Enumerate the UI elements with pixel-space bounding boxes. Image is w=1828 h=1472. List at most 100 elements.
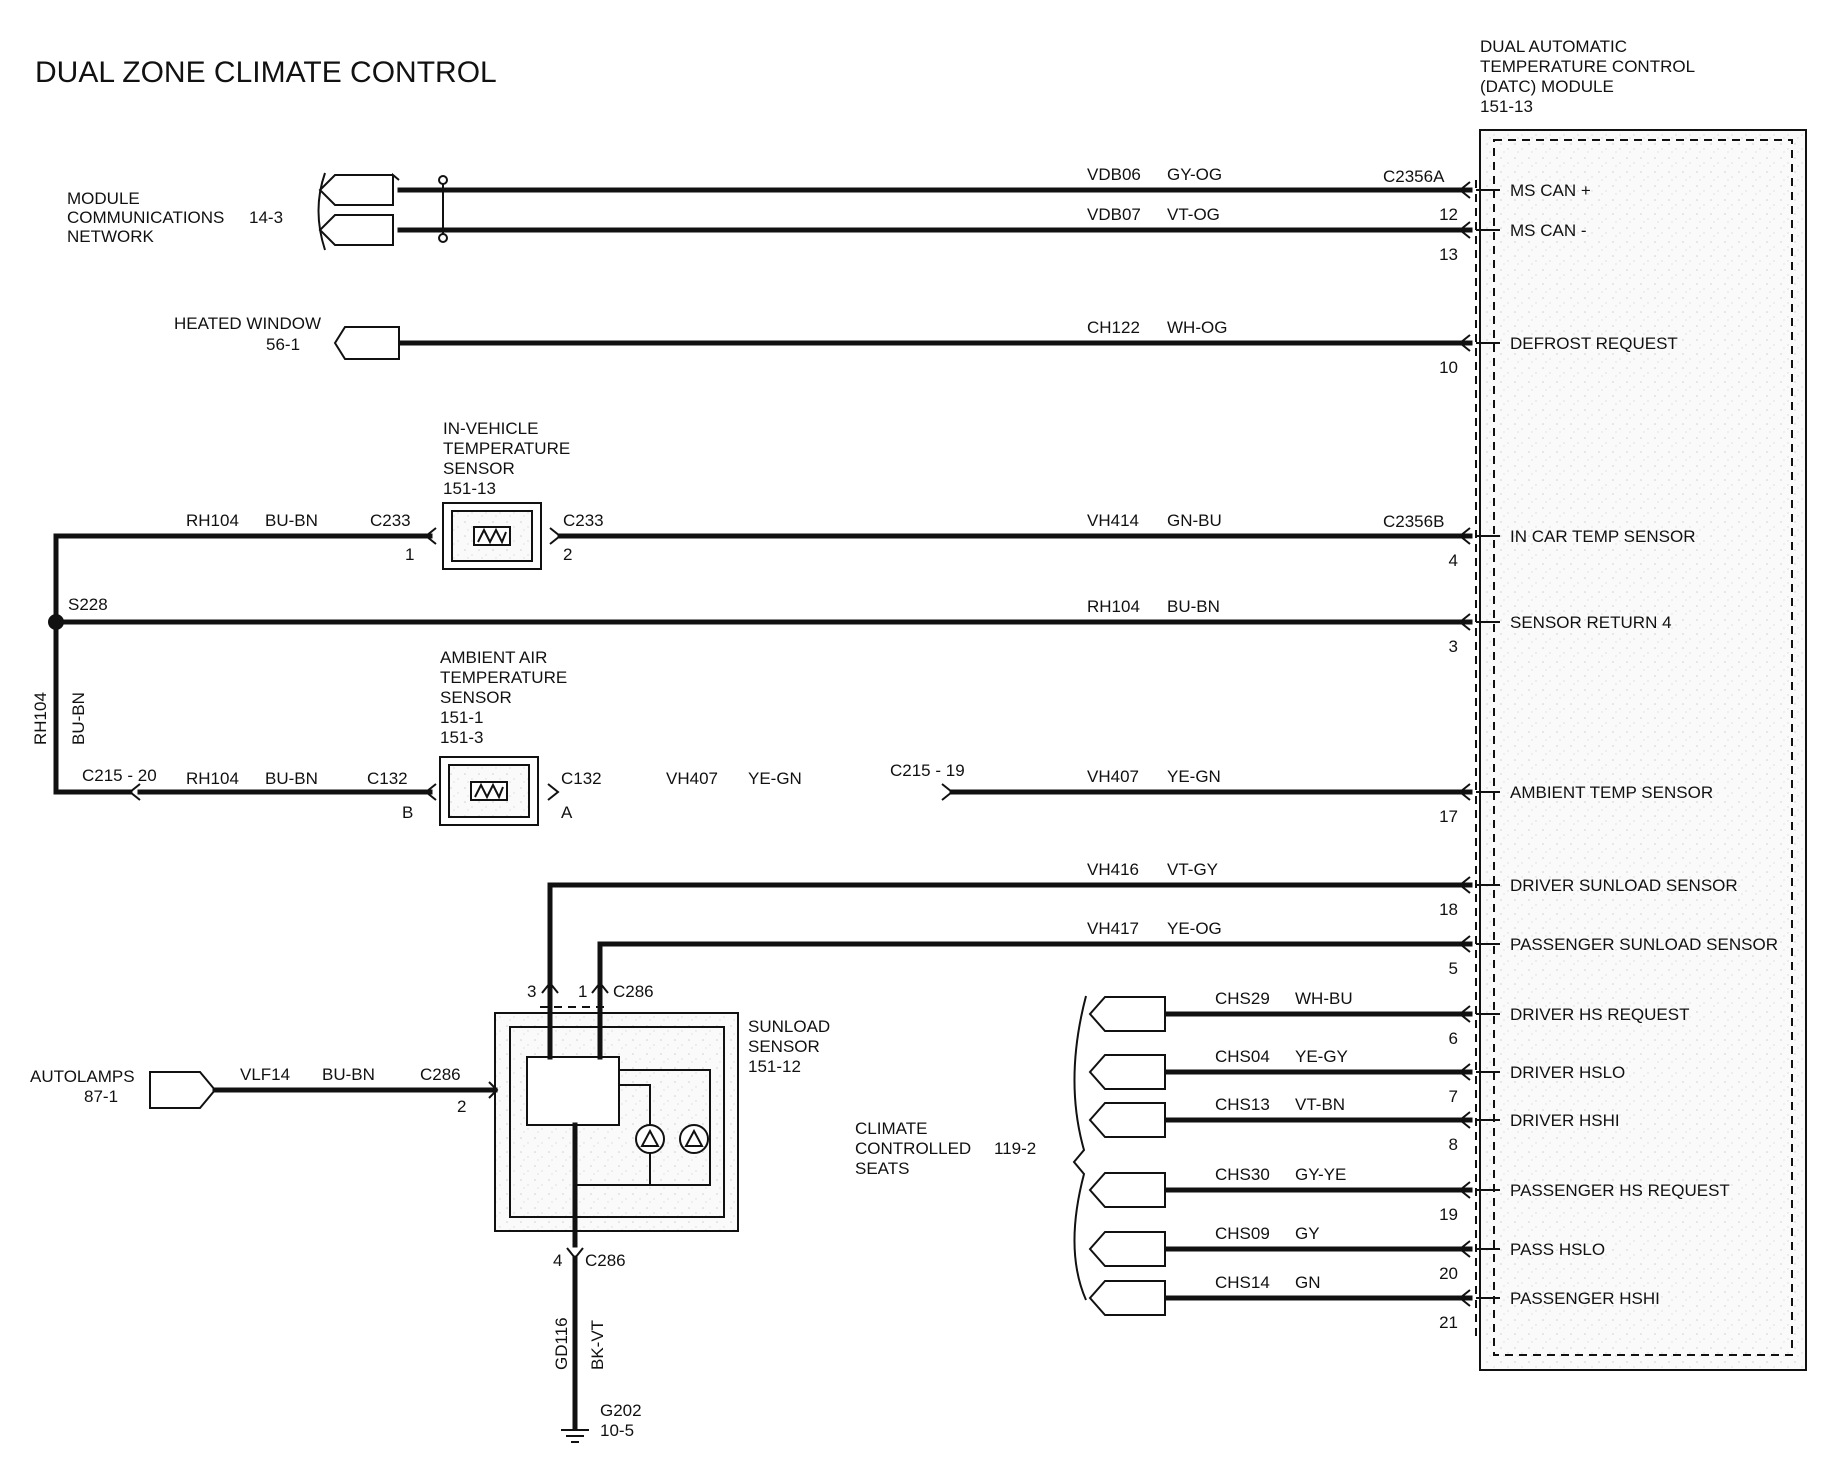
in-vehicle-sensor-line-3: SENSOR (443, 459, 515, 478)
circuit-id: VH416 (1087, 860, 1139, 879)
climate-seat-connectors: CLIMATE CONTROLLED SEATS 119-2 (855, 995, 1166, 1316)
sunload-pin4: 4 (553, 1251, 562, 1270)
seat-connector-21 (1088, 1280, 1166, 1316)
pin-label: DRIVER HSHI (1510, 1111, 1620, 1130)
autolamps-pin: 2 (457, 1097, 466, 1116)
seat-connector-6 (1088, 996, 1166, 1032)
module-title-line-2: TEMPERATURE CONTROL (1480, 57, 1695, 76)
driver-sunload-wire (547, 882, 1473, 988)
in-vehicle-pin-left: 1 (405, 545, 414, 564)
wire-color: GY-OG (1167, 165, 1222, 184)
connector-arrow (941, 783, 954, 801)
in-vehicle-connector-left: C233 (370, 511, 411, 530)
network-connector-plus (318, 172, 400, 206)
page-title: DUAL ZONE CLIMATE CONTROL (35, 56, 497, 89)
pin-number: 18 (1439, 900, 1458, 919)
circuit-id: CHS13 (1215, 1095, 1270, 1114)
pin-number: 17 (1439, 807, 1458, 826)
ambient-mid-color: YE-GN (748, 769, 802, 788)
pin-arrow (1458, 221, 1471, 239)
pin-label: PASSENGER HS REQUEST (1510, 1181, 1730, 1200)
in-vehicle-connector-right: C233 (563, 511, 604, 530)
pin-number: 10 (1439, 358, 1458, 377)
pin-number: 19 (1439, 1205, 1458, 1224)
wire-color: WH-OG (1167, 318, 1227, 337)
twisted-pair-node-top (438, 175, 448, 185)
in-vehicle-pin-right: 2 (563, 545, 572, 564)
wire-color: VT-BN (1295, 1095, 1345, 1114)
network-connector-minus (318, 214, 394, 246)
vertical-color: BU-BN (69, 692, 88, 745)
pin-row-17: AMBIENT TEMP SENSOR 17 VH407 YE-GN (949, 767, 1713, 826)
ambient-sensor-line-5: 151-3 (440, 728, 483, 747)
seat-connector-8 (1088, 1102, 1166, 1138)
ambient-sensor-line-4: 151-1 (440, 708, 483, 727)
wire-color: WH-BU (1295, 989, 1353, 1008)
autolamps-ref: 87-1 (84, 1087, 118, 1106)
module-title-line-1: DUAL AUTOMATIC (1480, 37, 1627, 56)
network-label-line-1: MODULE (67, 189, 140, 208)
splice-s228 (48, 614, 64, 630)
sunload-pin3: 3 (527, 982, 536, 1001)
pin-arrow (1458, 334, 1471, 352)
ground-name: G202 (600, 1401, 642, 1420)
pin-arrow (1458, 1289, 1471, 1307)
wire-color: VT-OG (1167, 205, 1220, 224)
ambient-pin-right: A (561, 803, 573, 822)
pin-number: 7 (1449, 1087, 1458, 1106)
pin-arrow (1458, 1240, 1471, 1258)
connector-arrow (549, 527, 562, 545)
pin-number: 4 (1449, 551, 1458, 570)
seat-connector-7 (1088, 1054, 1166, 1090)
photodiode-triangle (640, 1128, 660, 1147)
sunload-connector-top: C286 (613, 982, 654, 1001)
pin-number: 5 (1449, 959, 1458, 978)
wire-color: GY (1295, 1224, 1320, 1243)
network-label-line-3: NETWORK (67, 227, 155, 246)
pin-label: MS CAN + (1510, 181, 1591, 200)
autolamps-connector: AUTOLAMPS 87-1 VLF14 BU-BN C286 2 (30, 1065, 499, 1116)
circuit-id: CHS04 (1215, 1047, 1270, 1066)
circuit-id: VDB06 (1087, 165, 1141, 184)
in-vehicle-sensor: IN-VEHICLE TEMPERATURE SENSOR 151-13 C23… (186, 419, 604, 570)
wire-color: YE-GY (1295, 1047, 1348, 1066)
seats-label-line-2: CONTROLLED (855, 1139, 971, 1158)
pin-arrow (1458, 783, 1471, 801)
network-label-line-2: COMMUNICATIONS (67, 208, 224, 227)
thermistor-zigzag (477, 527, 507, 545)
heated-window-shape (333, 326, 400, 360)
in-vehicle-sensor-line-2: TEMPERATURE (443, 439, 570, 458)
seat-connector-20 (1088, 1231, 1166, 1267)
wire-color: YE-GN (1167, 767, 1221, 786)
connector-arrow (547, 783, 560, 801)
pin-label: PASSENGER HSHI (1510, 1289, 1660, 1308)
pin-number: 6 (1449, 1029, 1458, 1048)
sunload-label-line-1: SUNLOAD (748, 1017, 830, 1036)
sunload-pin1: 1 (578, 982, 587, 1001)
sensor-side-wires (53, 527, 954, 801)
sunload-wires (547, 882, 1473, 988)
pin-arrow (1458, 1063, 1471, 1081)
circuit-id: CH122 (1087, 318, 1140, 337)
pin-label: AMBIENT TEMP SENSOR (1510, 783, 1713, 802)
seats-label-line-1: CLIMATE (855, 1119, 927, 1138)
circuit-id: VH407 (1087, 767, 1139, 786)
autolamps-circuit: VLF14 (240, 1065, 290, 1084)
passenger-sunload-wire (597, 941, 1473, 988)
module-title-line-4: 151-13 (1480, 97, 1533, 116)
seats-label-line-3: SEATS (855, 1159, 909, 1178)
autolamps-connector-label: C286 (420, 1065, 461, 1084)
autolamps-shape (149, 1071, 217, 1109)
return-bus: S228 RH104 BU-BN (31, 533, 423, 795)
wire-color: BU-BN (1167, 597, 1220, 616)
